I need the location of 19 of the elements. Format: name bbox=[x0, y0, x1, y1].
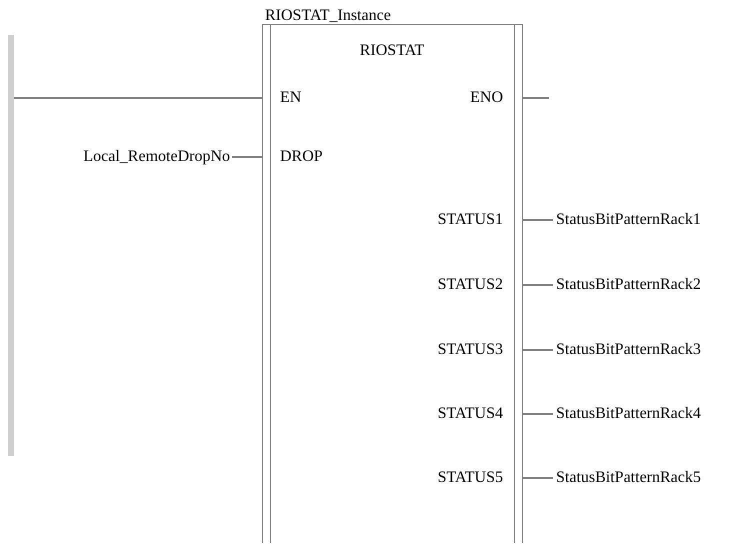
connection-line bbox=[522, 284, 554, 286]
power-rail bbox=[8, 35, 14, 456]
variable-label: Local_RemoteDropNo bbox=[83, 148, 232, 166]
pin-label: DROP bbox=[280, 148, 323, 166]
variable-label: StatusBitPatternRack4 bbox=[553, 405, 701, 423]
pin-label: STATUS2 bbox=[438, 276, 503, 294]
variable-label: StatusBitPatternRack1 bbox=[553, 211, 701, 229]
variable-label: StatusBitPatternRack5 bbox=[553, 469, 701, 487]
variable-label: StatusBitPatternRack2 bbox=[553, 276, 701, 294]
pin-label: STATUS4 bbox=[438, 405, 503, 423]
pin-label: STATUS1 bbox=[438, 211, 503, 229]
pin-label: STATUS3 bbox=[438, 341, 503, 359]
connection-line bbox=[232, 156, 262, 158]
variable-label: StatusBitPatternRack3 bbox=[553, 341, 701, 359]
block-instance-name: RIOSTAT_Instance bbox=[265, 7, 391, 25]
pin-label: STATUS5 bbox=[438, 469, 503, 487]
block-type-name: RIOSTAT bbox=[360, 42, 424, 60]
pin-label: ENO bbox=[470, 89, 503, 107]
pin-label: EN bbox=[280, 89, 302, 107]
